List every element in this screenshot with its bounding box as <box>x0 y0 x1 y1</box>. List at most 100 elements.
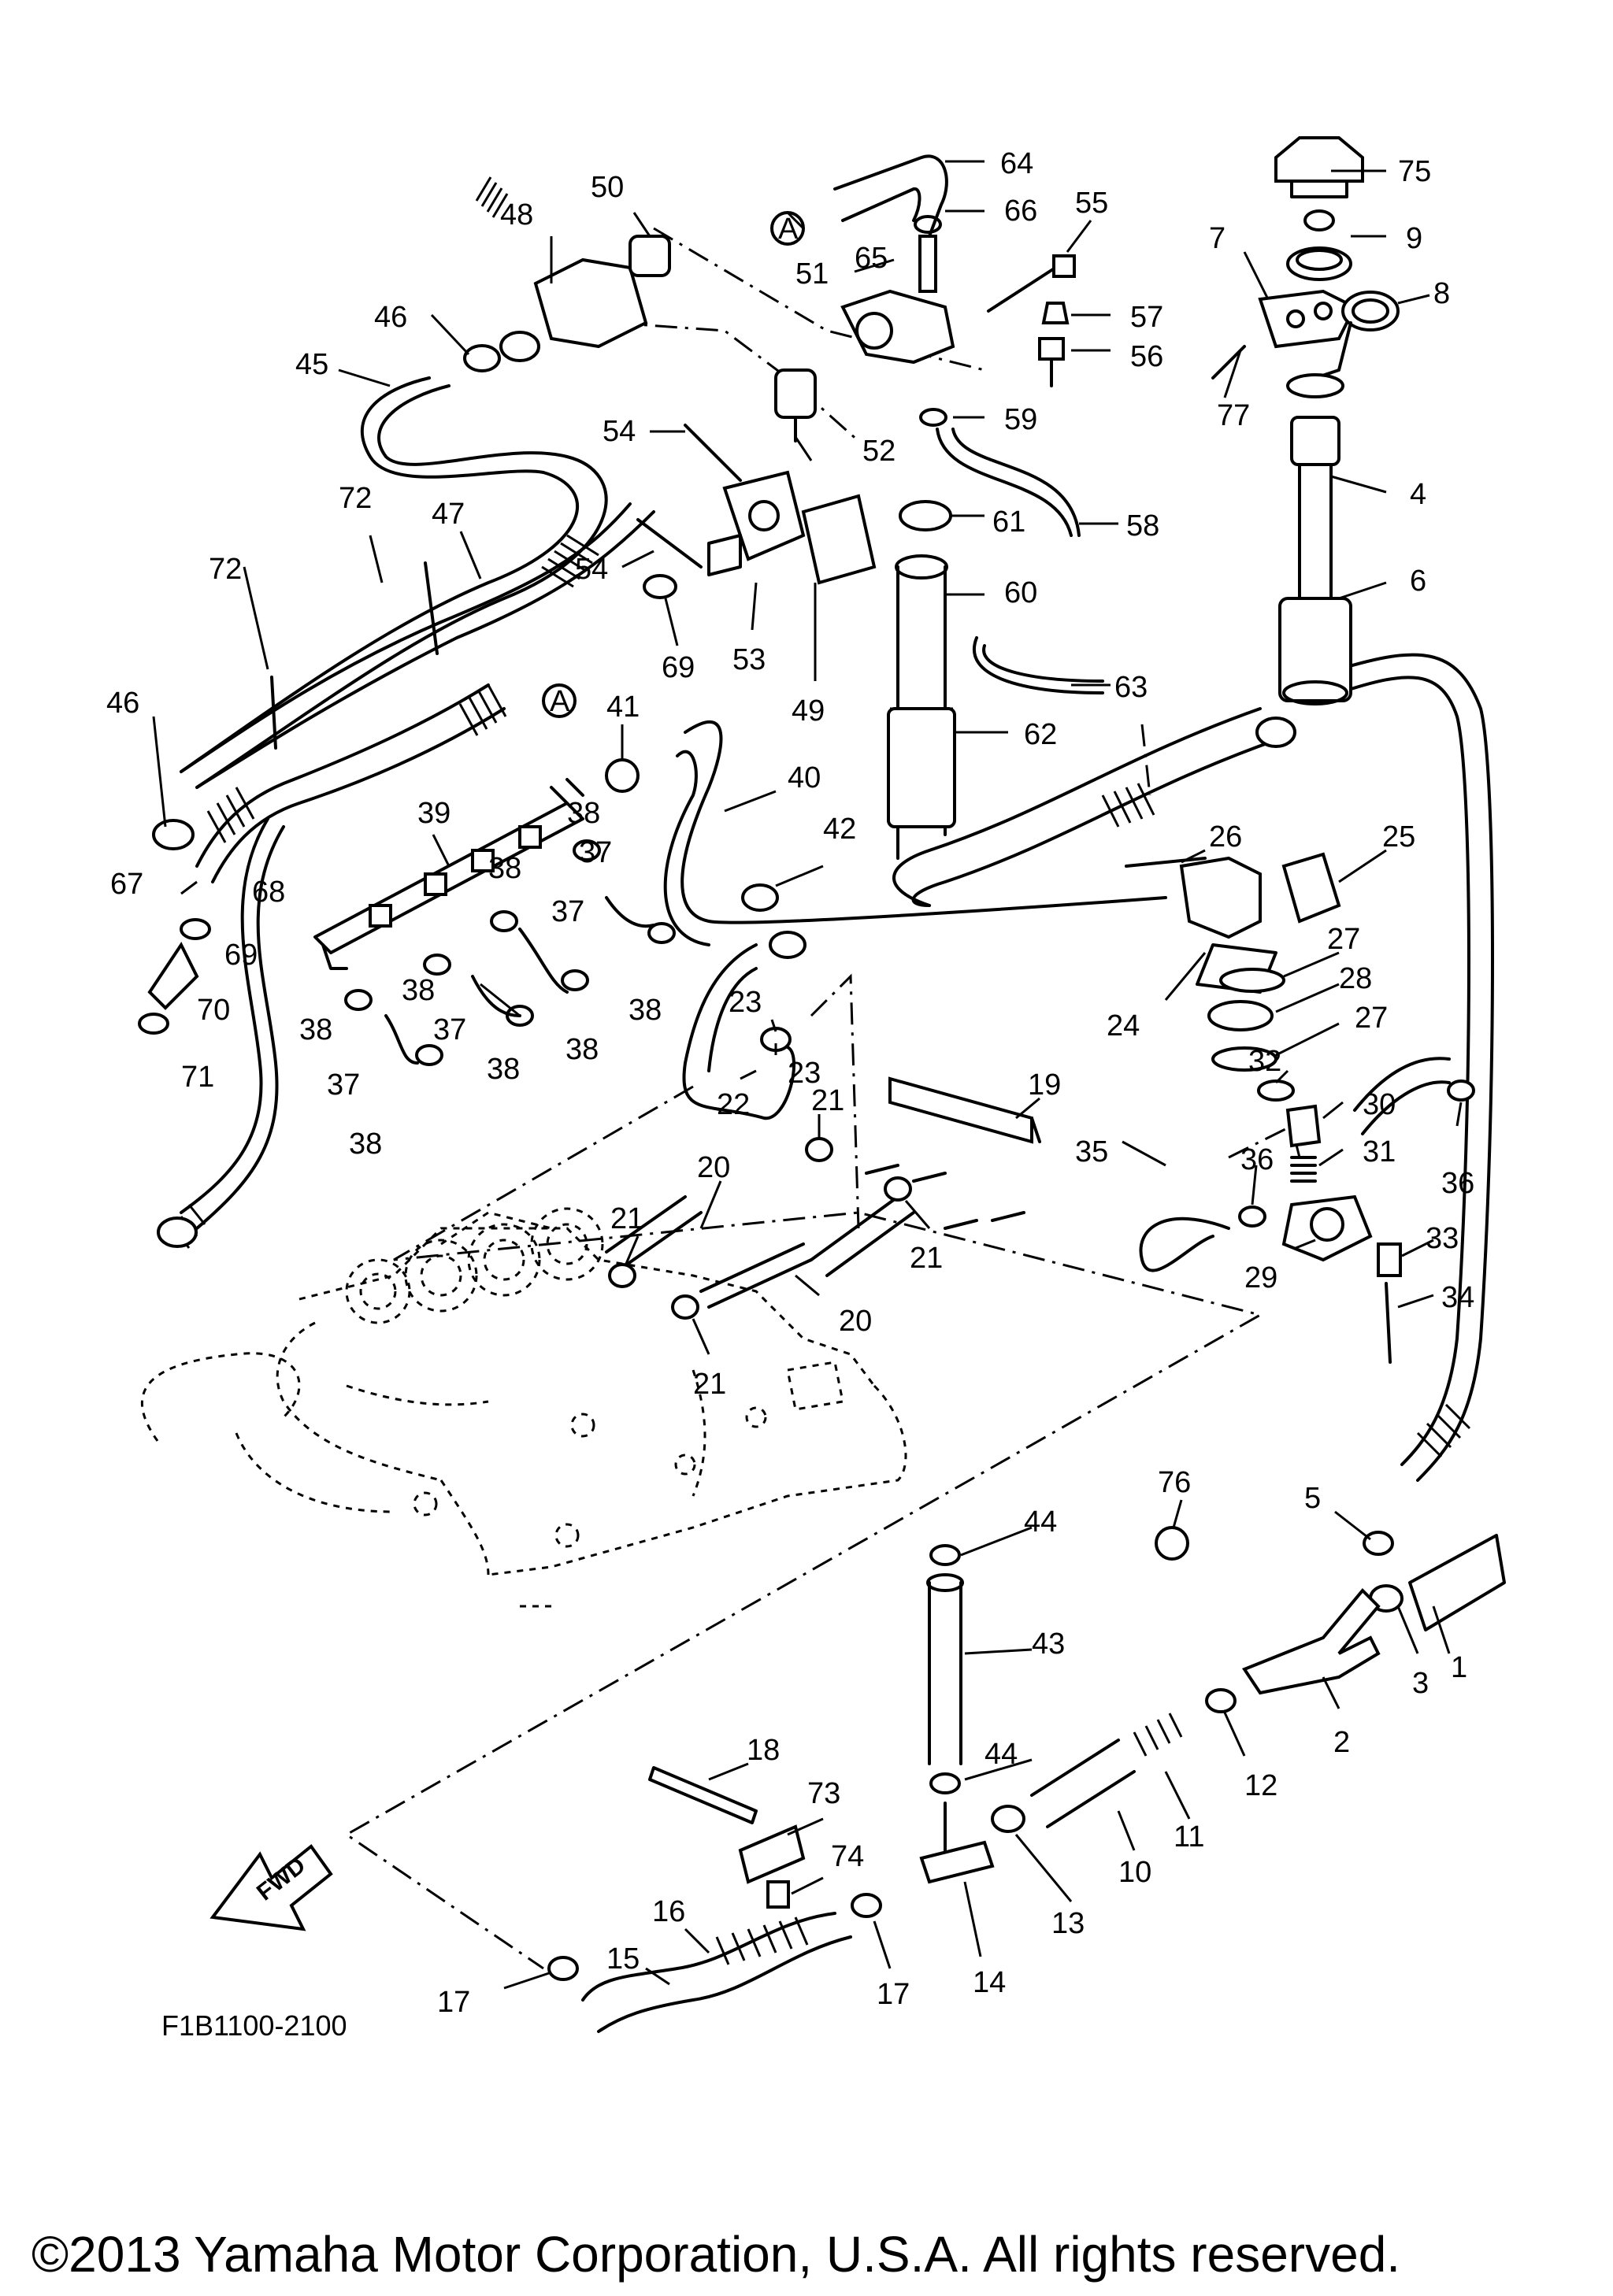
callout-26: 26 <box>1209 820 1242 854</box>
callout-17-left: 17 <box>437 1986 470 2019</box>
callout-29: 29 <box>1244 1261 1277 1294</box>
drawing-code: F1B1100-2100 <box>161 2009 347 2042</box>
callout-75: 75 <box>1398 155 1431 188</box>
callout-13: 13 <box>1051 1907 1085 1940</box>
callout-28: 28 <box>1339 962 1372 995</box>
callout-36-left: 36 <box>1240 1143 1274 1176</box>
callout-25: 25 <box>1382 820 1415 854</box>
callout-12: 12 <box>1244 1769 1277 1802</box>
callout-6: 6 <box>1410 565 1426 598</box>
callout-51: 51 <box>795 257 829 291</box>
callout-47: 47 <box>432 498 465 531</box>
callout-57: 57 <box>1130 301 1163 334</box>
callout-66: 66 <box>1004 194 1037 228</box>
callout-38-f: 38 <box>487 1053 520 1086</box>
fwd-direction-arrow: FWD <box>210 1844 333 1931</box>
callout-74: 74 <box>831 1840 864 1873</box>
callout-39: 39 <box>417 797 451 830</box>
callout-58: 58 <box>1126 509 1159 543</box>
callout-35: 35 <box>1075 1135 1108 1168</box>
callout-55: 55 <box>1075 187 1108 220</box>
callout-10: 10 <box>1118 1856 1151 1889</box>
reference-marker-a-left: A <box>550 685 570 718</box>
callout-18: 18 <box>747 1734 780 1767</box>
callout-31: 31 <box>1363 1135 1396 1168</box>
reference-marker-a-top: A <box>778 213 799 246</box>
callout-45: 45 <box>295 348 328 381</box>
callout-30: 30 <box>1363 1088 1396 1121</box>
callout-38-c: 38 <box>402 974 435 1007</box>
callout-48: 48 <box>500 198 533 231</box>
callout-23-bottom: 23 <box>788 1057 821 1090</box>
callout-38-b: 38 <box>488 852 521 885</box>
callout-67: 67 <box>110 868 143 901</box>
callout-38-e: 38 <box>349 1128 382 1161</box>
callout-44-top: 44 <box>1024 1505 1057 1539</box>
callout-68: 68 <box>252 876 285 909</box>
callout-38-a: 38 <box>567 797 600 830</box>
callout-54-top: 54 <box>603 415 636 448</box>
callout-20-top: 20 <box>697 1151 730 1184</box>
engine-assembly <box>140 1207 907 1608</box>
callout-17-right: 17 <box>877 1978 910 2011</box>
callout-21-b: 21 <box>910 1242 943 1275</box>
vertical-pipes <box>887 416 1352 860</box>
callout-23-top: 23 <box>729 986 762 1019</box>
callout-77: 77 <box>1217 399 1250 432</box>
callout-72-left: 72 <box>209 553 242 586</box>
callout-43: 43 <box>1032 1628 1065 1661</box>
callouts: 1 2 3 4 5 6 7 8 9 10 11 12 13 14 15 16 1… <box>106 147 1474 2019</box>
callout-72-top: 72 <box>339 482 372 515</box>
guide-lines <box>344 227 1301 1970</box>
callout-41: 41 <box>606 691 640 724</box>
callout-34: 34 <box>1441 1281 1474 1314</box>
callout-49: 49 <box>792 694 825 728</box>
callout-38-h: 38 <box>629 994 662 1027</box>
callout-46-left: 46 <box>106 687 139 720</box>
callout-46-top: 46 <box>374 301 407 334</box>
small-parts <box>138 136 1475 1981</box>
callout-20-bottom: 20 <box>839 1305 872 1338</box>
hoses <box>180 376 1506 2033</box>
callout-59: 59 <box>1004 403 1037 436</box>
callout-56: 56 <box>1130 340 1163 373</box>
callout-27-top: 27 <box>1327 923 1360 956</box>
callout-37-a: 37 <box>579 836 612 869</box>
leader-lines <box>152 160 1463 1990</box>
callout-27-bottom: 27 <box>1355 1002 1388 1035</box>
callout-7: 7 <box>1209 222 1226 255</box>
callout-70: 70 <box>197 994 230 1027</box>
copyright-notice: ©2013 Yamaha Motor Corporation, U.S.A. A… <box>32 2226 1400 2283</box>
callout-21-d: 21 <box>693 1368 726 1401</box>
callout-21-a: 21 <box>811 1084 844 1117</box>
callout-4: 4 <box>1410 478 1426 511</box>
callout-37-d: 37 <box>327 1068 360 1102</box>
callout-24: 24 <box>1107 1009 1140 1042</box>
callout-65: 65 <box>855 242 888 275</box>
callout-2: 2 <box>1333 1726 1350 1759</box>
callout-64: 64 <box>1000 147 1033 180</box>
callout-37-b: 37 <box>551 895 584 928</box>
fuel-rail <box>313 778 584 970</box>
callout-71: 71 <box>181 1061 214 1094</box>
callout-42: 42 <box>823 813 856 846</box>
callout-50: 50 <box>591 171 624 204</box>
callout-40: 40 <box>788 761 821 794</box>
callout-8: 8 <box>1433 277 1450 310</box>
callout-33: 33 <box>1426 1222 1459 1255</box>
callout-21-c: 21 <box>610 1202 643 1235</box>
callout-3: 3 <box>1412 1667 1429 1700</box>
callout-19: 19 <box>1028 1068 1061 1102</box>
callout-53: 53 <box>732 643 766 676</box>
callout-14: 14 <box>973 1966 1006 1999</box>
callout-62: 62 <box>1024 718 1057 751</box>
callout-16: 16 <box>652 1895 685 1928</box>
callout-54-bottom: 54 <box>575 553 608 586</box>
callout-37-c: 37 <box>433 1013 466 1046</box>
callout-73: 73 <box>807 1777 840 1810</box>
callout-61: 61 <box>992 505 1025 539</box>
callout-9: 9 <box>1406 222 1422 255</box>
callout-38-g: 38 <box>565 1033 599 1066</box>
callout-44-bottom: 44 <box>984 1738 1018 1771</box>
